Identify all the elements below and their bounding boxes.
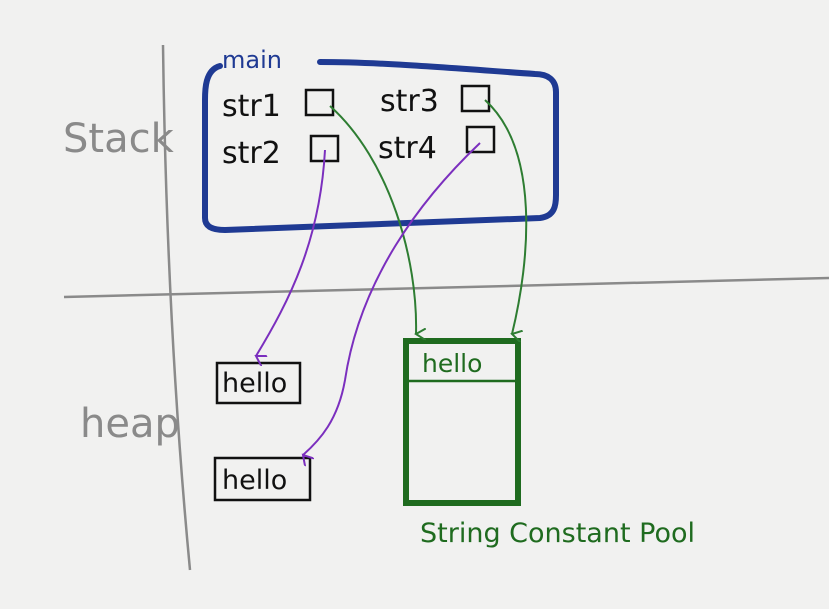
string-pool-label: String Constant Pool — [420, 518, 695, 549]
ref-str1-to-pool — [329, 105, 416, 334]
var-slot-str1 — [304, 88, 335, 117]
string-pool-entry: hello — [422, 349, 482, 378]
ref-str3-to-pool — [484, 99, 528, 334]
var-slot-str3 — [460, 84, 491, 113]
ref-str2-to-heap1 — [256, 149, 326, 356]
heap-object-2-text: hello — [222, 465, 287, 496]
var-label-str4: str4 — [378, 131, 437, 166]
heap-object-2-box — [213, 456, 312, 502]
string-pool-box — [403, 338, 521, 506]
var-label-str3: str3 — [380, 84, 439, 119]
main-frame-box — [202, 59, 559, 233]
heap-label: heap — [80, 401, 180, 447]
ref-str4-to-heap2 — [303, 142, 481, 455]
var-label-str1: str1 — [222, 89, 281, 124]
heap-object-1-text: hello — [222, 368, 287, 399]
horizontal-divider — [63, 276, 829, 299]
var-label-str2: str2 — [222, 136, 281, 171]
main-frame-label: main — [222, 46, 282, 74]
stack-label: Stack — [63, 116, 175, 162]
var-slot-str4 — [465, 125, 496, 154]
